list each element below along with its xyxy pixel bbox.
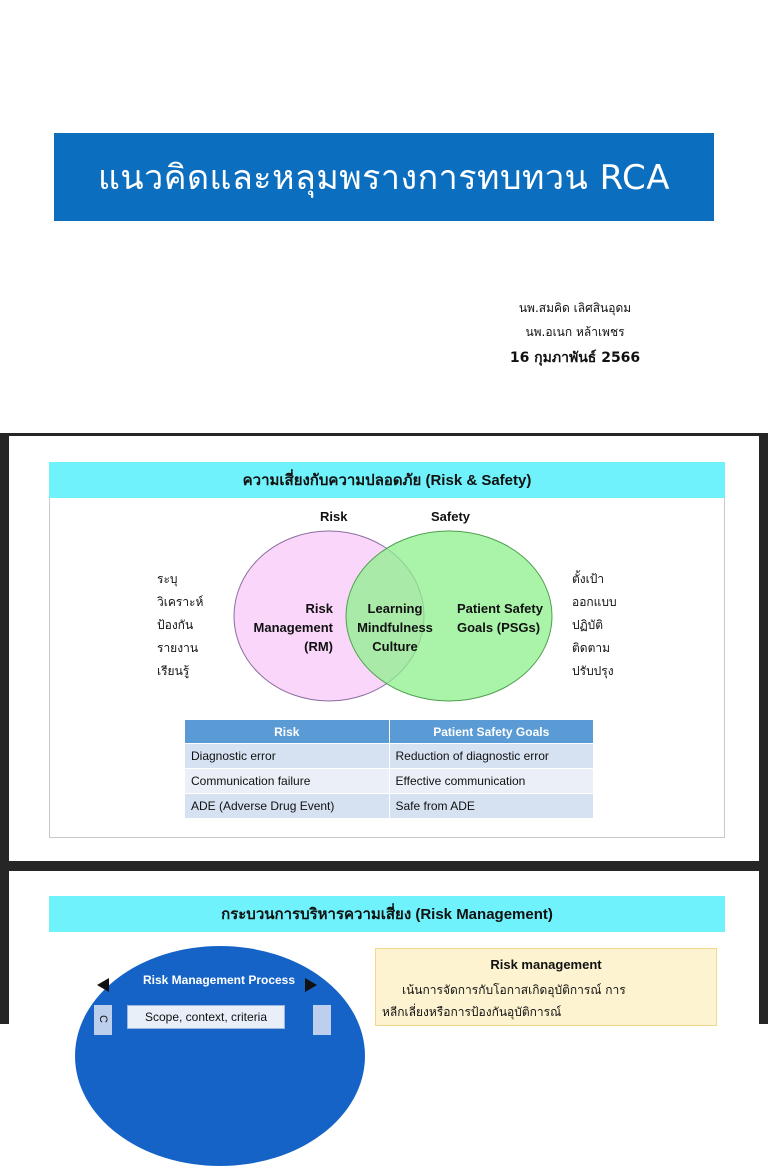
right-action-list: ตั้งเป้า ออกแบบ ปฏิบัติ ติดตาม ปรับปรุง: [572, 568, 617, 683]
venn-right-text: Patient Safety Goals (PSGs): [457, 601, 543, 635]
presentation-date: 16 กุมภาพันธ์ 2566: [509, 350, 641, 366]
table-row: Communication failure Effective communic…: [184, 768, 594, 794]
list-item: เรียนรู้: [157, 664, 190, 678]
table-cell: Communication failure: [184, 768, 390, 794]
slide-risk-management: กระบวนการบริหารความเสี่ยง (Risk Manageme…: [9, 871, 759, 1166]
author-1: นพ.สมคิด เลิศสินอุดม: [518, 301, 632, 315]
slide-header: กระบวนการบริหารความเสี่ยง (Risk Manageme…: [49, 896, 725, 932]
table-cell: Safe from ADE: [388, 793, 594, 819]
column-header: Patient Safety Goals: [388, 719, 594, 744]
process-step-scope: Scope, context, criteria: [127, 1005, 285, 1029]
note-title: Risk management: [490, 957, 602, 972]
list-item: ปรับปรุง: [572, 664, 614, 678]
venn-diagram: [233, 530, 553, 702]
page-title: แนวคิดและหลุมพรางการทบทวน RCA: [97, 158, 671, 198]
table-header-row: Risk Patient Safety Goals: [184, 719, 594, 744]
arrow-right-icon: [305, 978, 317, 992]
table-row: Diagnostic error Reduction of diagnostic…: [184, 743, 594, 769]
process-side-right: [313, 1005, 331, 1035]
table-cell: ADE (Adverse Drug Event): [184, 793, 390, 819]
list-item: ติดตาม: [572, 641, 611, 655]
author-2: นพ.อเนก หล้าเพชร: [525, 325, 625, 339]
venn-left-text: Risk Management (RM): [253, 601, 333, 654]
title-banner: แนวคิดและหลุมพรางการทบทวน RCA: [54, 133, 714, 221]
list-item: ปฏิบัติ: [572, 618, 604, 632]
list-item: รายงาน: [157, 641, 199, 655]
arrow-left-icon: [97, 978, 109, 992]
slide-risk-safety: ความเสี่ยงกับความปลอดภัย (Risk & Safety)…: [9, 436, 759, 861]
list-item: ออกแบบ: [572, 595, 617, 609]
slide-header: ความเสี่ยงกับความปลอดภัย (Risk & Safety): [49, 462, 725, 498]
left-action-list: ระบุ วิเคราะห์ ป้องกัน รายงาน เรียนรู้: [157, 568, 203, 683]
venn-center-text: Learning Mindfulness Culture: [357, 601, 433, 654]
table-cell: Reduction of diagnostic error: [388, 743, 594, 769]
process-side-left: C: [94, 1005, 112, 1035]
risk-label: Risk: [320, 509, 348, 524]
column-header: Risk: [184, 719, 390, 744]
list-item: ระบุ: [157, 572, 178, 586]
list-item: ตั้งเป้า: [572, 572, 605, 586]
authors-block: นพ.สมคิด เลิศสินอุดม นพ.อเนก หล้าเพชร 16…: [470, 296, 680, 370]
list-item: ป้องกัน: [157, 618, 194, 632]
risk-management-note: Risk management เน้นการจัดการกับโอกาสเกิ…: [375, 948, 717, 1026]
safety-circle: [345, 530, 553, 702]
note-line-2: หลีกเลี่ยงหรือการป้องกันอุบัติการณ์: [382, 1005, 562, 1019]
safety-label: Safety: [431, 509, 471, 524]
table-cell: Effective communication: [388, 768, 594, 794]
side-letter: C: [97, 1015, 109, 1023]
risk-safety-table: Risk Patient Safety Goals Diagnostic err…: [184, 719, 594, 819]
note-line-1: เน้นการจัดการกับโอกาสเกิดอุบัติการณ์ การ: [402, 983, 626, 997]
list-item: วิเคราะห์: [157, 595, 204, 609]
process-title: Risk Management Process: [142, 973, 296, 987]
table-cell: Diagnostic error: [184, 743, 390, 769]
table-row: ADE (Adverse Drug Event) Safe from ADE: [184, 793, 594, 819]
